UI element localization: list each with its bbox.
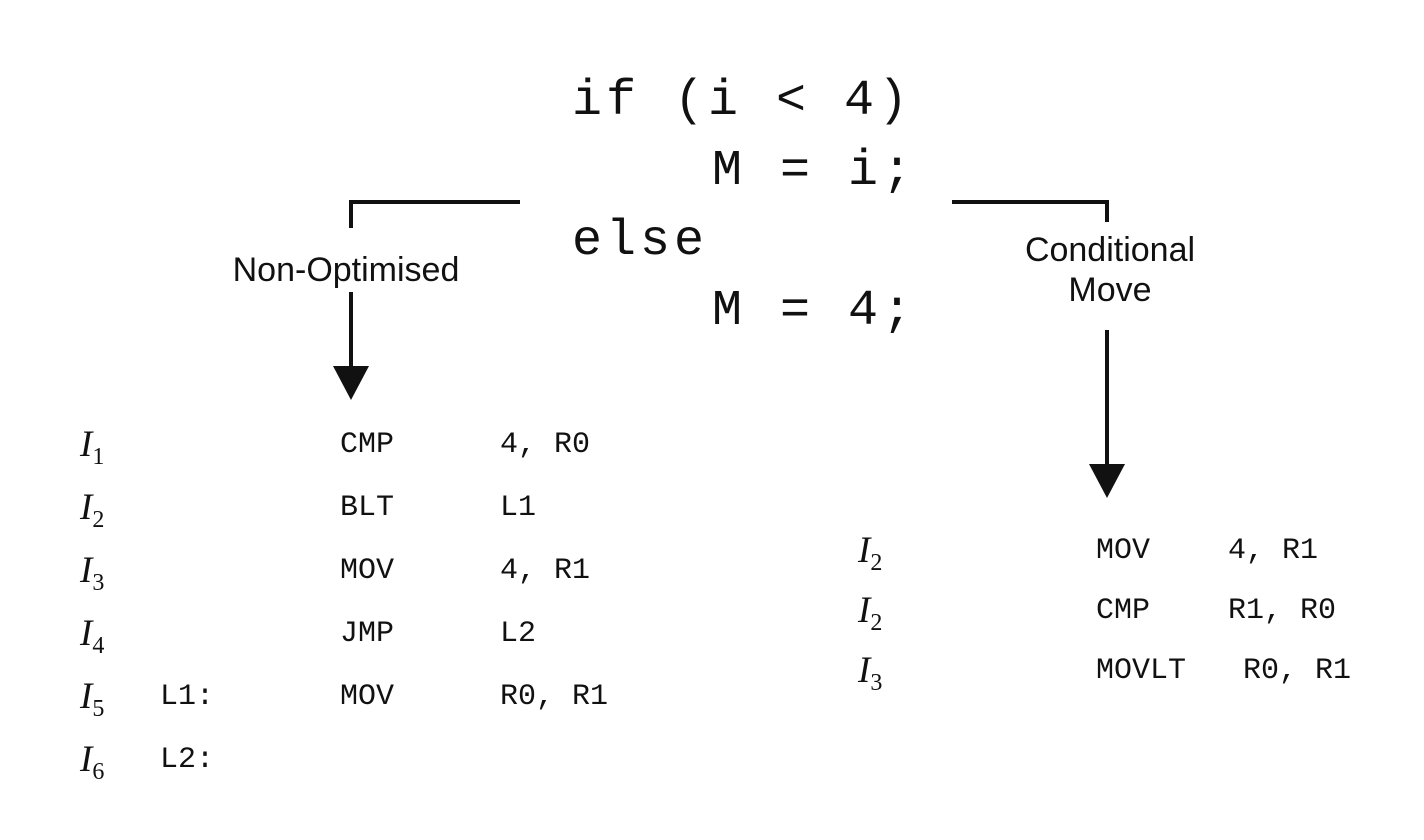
asm-row: I2 CMP R1, R0: [858, 586, 1418, 636]
instruction-id: I1: [80, 424, 105, 470]
right-connector-line: [952, 200, 1109, 222]
asm-label: L2:: [160, 743, 215, 777]
instruction-id: I3: [858, 650, 883, 696]
asm-operands: R0, R1: [500, 680, 609, 714]
asm-operands: L2: [500, 617, 537, 651]
asm-row: I3 MOV 4, R1: [80, 546, 780, 596]
instruction-id: I4: [80, 613, 105, 659]
instruction-id: I2: [80, 487, 105, 533]
right-arrow-head: [1089, 464, 1125, 498]
asm-row: I3 MOVLT R0, R1: [858, 646, 1418, 696]
asm-operands: L1: [500, 491, 537, 525]
asm-row: I5 L1: MOV R0, R1: [80, 672, 780, 722]
left-connector-line: [349, 200, 520, 228]
source-line-else: else: [572, 213, 709, 270]
asm-row: I1 CMP 4, R0: [80, 420, 780, 470]
instruction-id: I2: [858, 590, 883, 636]
source-line-then: M = i;: [712, 143, 917, 200]
conditional-move-label: Conditional Move: [990, 230, 1230, 310]
source-line-else-body: M = 4;: [712, 283, 917, 340]
asm-opcode: BLT: [340, 491, 395, 525]
asm-opcode: MOVLT: [1096, 654, 1187, 688]
instruction-id: I5: [80, 676, 105, 722]
asm-operands: R1, R0: [1228, 594, 1337, 628]
non-optimised-label: Non-Optimised: [232, 251, 460, 289]
asm-label: L1:: [160, 680, 215, 714]
asm-opcode: CMP: [1096, 594, 1151, 628]
instruction-id: I2: [858, 530, 883, 576]
asm-row: I6 L2:: [80, 735, 780, 785]
asm-row: I4 JMP L2: [80, 609, 780, 659]
asm-opcode: CMP: [340, 428, 395, 462]
asm-row: I2 MOV 4, R1: [858, 526, 1418, 576]
left-arrow-head: [333, 366, 369, 400]
asm-operands: R0, R1: [1243, 654, 1352, 688]
conditional-move-label-line1: Conditional: [1024, 231, 1196, 269]
source-line-if: if (i < 4): [572, 73, 913, 130]
asm-operands: 4, R1: [500, 554, 591, 588]
asm-opcode: JMP: [340, 617, 395, 651]
asm-operands: 4, R0: [500, 428, 591, 462]
conditional-move-label-line2: Move: [1068, 271, 1152, 309]
asm-opcode: MOV: [1096, 534, 1151, 568]
asm-opcode: MOV: [340, 680, 395, 714]
instruction-id: I3: [80, 550, 105, 596]
asm-row: I2 BLT L1: [80, 483, 780, 533]
asm-opcode: MOV: [340, 554, 395, 588]
instruction-id: I6: [80, 739, 105, 785]
asm-operands: 4, R1: [1228, 534, 1319, 568]
